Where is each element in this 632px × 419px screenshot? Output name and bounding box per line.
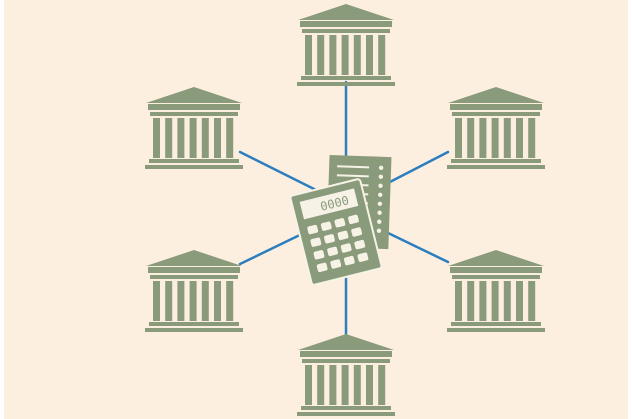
bank-bottom-icon [297, 334, 395, 416]
diagram-panel: 0000 [4, 0, 628, 419]
calculator-key [316, 262, 328, 273]
calculator-display: 0000 [319, 193, 350, 214]
bank-lower-right-icon [447, 250, 545, 332]
calculator-key [351, 227, 363, 237]
connector-line-bank-upper-left [238, 150, 318, 192]
connector-line-bank-upper-right [384, 150, 450, 186]
bank-lower-left-icon [145, 250, 243, 332]
calculator-key [327, 246, 338, 257]
connector-line-bank-lower-right [384, 230, 450, 264]
calculator-key [320, 221, 332, 231]
calculator-key [337, 230, 349, 241]
bank-top-icon [297, 4, 395, 86]
calculator-key [330, 259, 342, 269]
connector-line-bank-lower-left [238, 230, 308, 266]
calculator-key [348, 214, 359, 225]
calculator-key [310, 237, 322, 247]
bank-nodes [145, 4, 545, 416]
calculator-icon: 0000 [289, 178, 383, 286]
calculator-key [340, 243, 352, 253]
bank-upper-left-icon [145, 87, 243, 169]
central-hub: 0000 [289, 154, 392, 286]
calculator-key [334, 218, 346, 228]
network-diagram: 0000 [4, 0, 628, 419]
calculator-key [324, 234, 335, 244]
calculator-key [307, 224, 319, 235]
calculator-key [313, 250, 325, 260]
calculator-key [357, 252, 369, 262]
connector-lines [238, 80, 450, 338]
calculator-key [354, 239, 366, 250]
calculator-key [343, 255, 355, 266]
bank-upper-right-icon [447, 87, 545, 169]
